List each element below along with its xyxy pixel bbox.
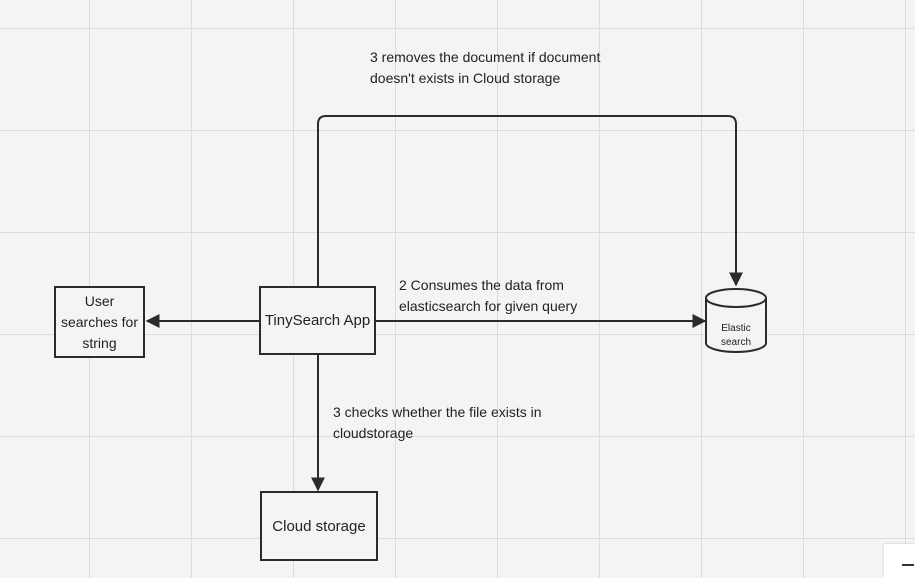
edge-app-to-elastic-remove [317,115,743,287]
user-node-label: User searches for string [60,292,139,351]
edge-label-remove: 3 removes the document if document doesn… [370,49,601,86]
elastic-search-label: Elastic search [706,322,766,350]
user-node[interactable]: User searches for string [54,286,145,358]
edge-label-check: 3 checks whether the file exists in clou… [333,404,542,441]
edge-label-consume: 2 Consumes the data from elasticsearch f… [399,277,578,314]
zoom-out-button[interactable] [884,544,915,578]
cloud-storage-node[interactable]: Cloud storage [260,491,378,561]
tinysearch-app-label: TinySearch App [264,312,371,329]
elastic-search-database[interactable] [705,288,767,353]
minus-icon [902,564,914,566]
tinysearch-app-node[interactable]: TinySearch App [259,286,376,355]
elastic-label-line2: search [720,337,751,348]
elastic-label-line1: Elastic [721,323,751,334]
cloud-storage-label: Cloud storage [272,517,366,535]
